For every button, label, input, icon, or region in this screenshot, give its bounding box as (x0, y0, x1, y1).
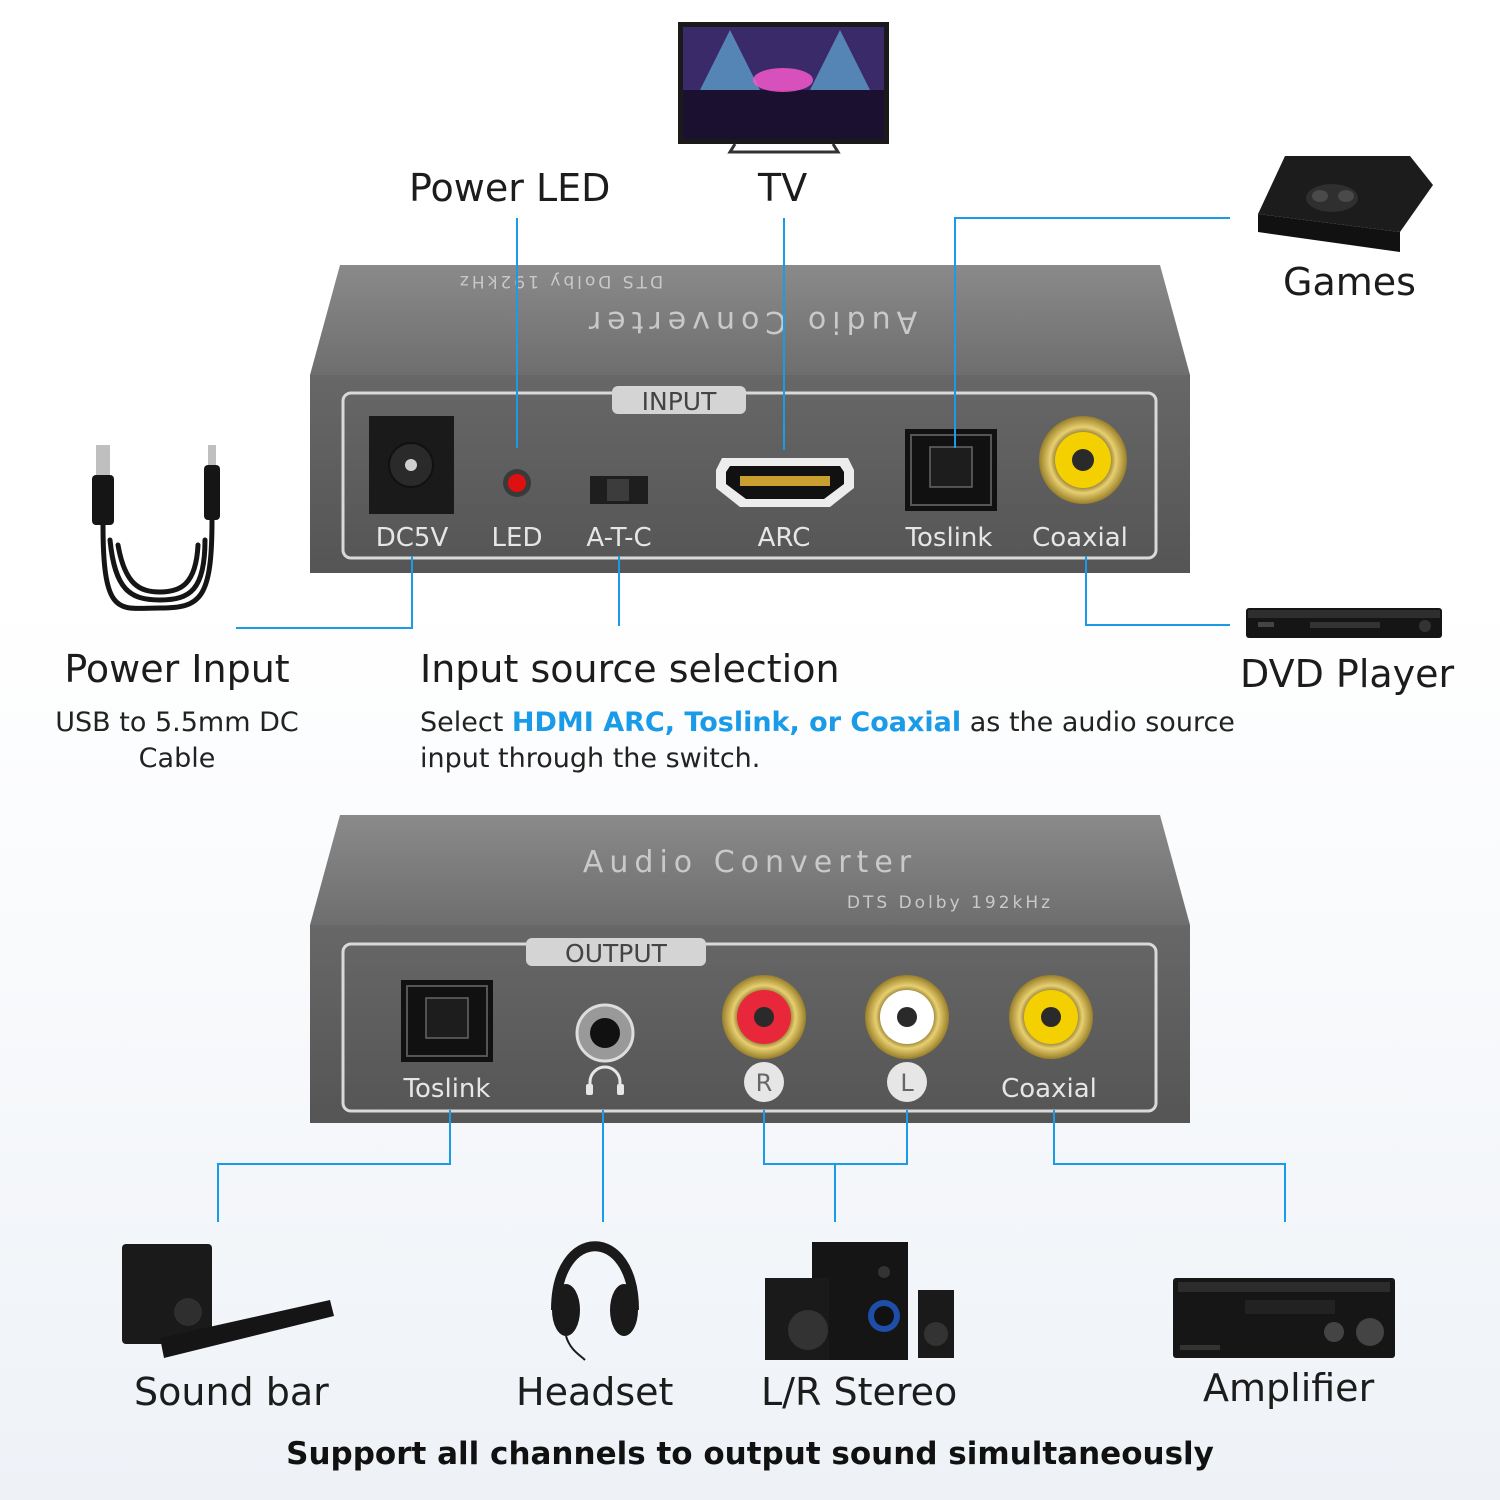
input-port-arc: ARC (758, 523, 811, 553)
power-input-title: Power Input (64, 647, 290, 691)
input-selection-text-before: Select (420, 707, 512, 738)
stereo-speakers-icon (765, 1242, 954, 1360)
sound-bar-label: Sound bar (134, 1370, 329, 1414)
input-selection-title: Input source selection (420, 647, 840, 691)
power-input-line2: Cable (138, 743, 216, 774)
amplifier-label: Amplifier (1203, 1366, 1375, 1410)
headset-label: Headset (516, 1370, 674, 1414)
games-label: Games (1283, 260, 1416, 304)
line-stereo (763, 1110, 908, 1222)
headphone-port-icon (586, 1065, 624, 1095)
amplifier-icon (1173, 1278, 1395, 1358)
power-input-line1: USB to 5.5mm DC (55, 707, 299, 738)
output-device: Audio Converter DTS Dolby 192kHz OUTPUT … (310, 815, 1190, 1123)
output-port-l: L (900, 1069, 914, 1097)
line-power-input (236, 556, 413, 629)
output-top-subtext: DTS Dolby 192kHz (847, 893, 1053, 913)
dvd-player-label: DVD Player (1240, 652, 1455, 696)
input-port-dc5v: DC5V (376, 523, 449, 553)
input-port-led: LED (492, 523, 543, 553)
headset-icon (551, 1241, 639, 1361)
connector-lines (217, 217, 1286, 1222)
line-dvd (1085, 556, 1230, 626)
input-port-coaxial: Coaxial (1032, 523, 1128, 553)
input-selection-text-after: as the audio source (961, 707, 1235, 738)
input-panel-title: INPUT (642, 387, 717, 416)
sound-bar-icon (122, 1244, 334, 1358)
line-soundbar (217, 1110, 451, 1222)
tv-icon (678, 22, 889, 154)
power-led-label: Power LED (409, 166, 611, 210)
tv-label: TV (758, 166, 808, 210)
game-console-icon (1258, 156, 1433, 252)
output-panel-title: OUTPUT (565, 939, 668, 968)
input-device: Audio Converter DTS Dolby 192kHz INPUT D… (310, 265, 1190, 573)
usb-dc-cable-icon (92, 445, 220, 611)
input-selection-line2: input through the switch. (420, 743, 761, 774)
input-selection-line1: Select HDMI ARC, Toslink, or Coaxial as … (420, 705, 1235, 741)
input-selection-highlight: HDMI ARC, Toslink, or Coaxial (511, 707, 962, 738)
line-amplifier (1053, 1110, 1286, 1222)
input-top-text: Audio Converter (583, 304, 917, 339)
dvd-player-icon (1246, 608, 1442, 638)
input-port-toslink: Toslink (905, 523, 993, 553)
output-port-r: R (756, 1069, 773, 1097)
input-top-subtext: DTS Dolby 192kHz (457, 271, 663, 291)
line-games (954, 217, 1230, 448)
output-port-coaxial: Coaxial (1001, 1074, 1097, 1104)
lr-stereo-label: L/R Stereo (761, 1370, 958, 1414)
output-top-text: Audio Converter (583, 845, 917, 880)
input-port-atc: A-T-C (586, 523, 651, 553)
footer-caption: Support all channels to output sound sim… (286, 1436, 1214, 1472)
output-port-toslink: Toslink (403, 1074, 491, 1104)
